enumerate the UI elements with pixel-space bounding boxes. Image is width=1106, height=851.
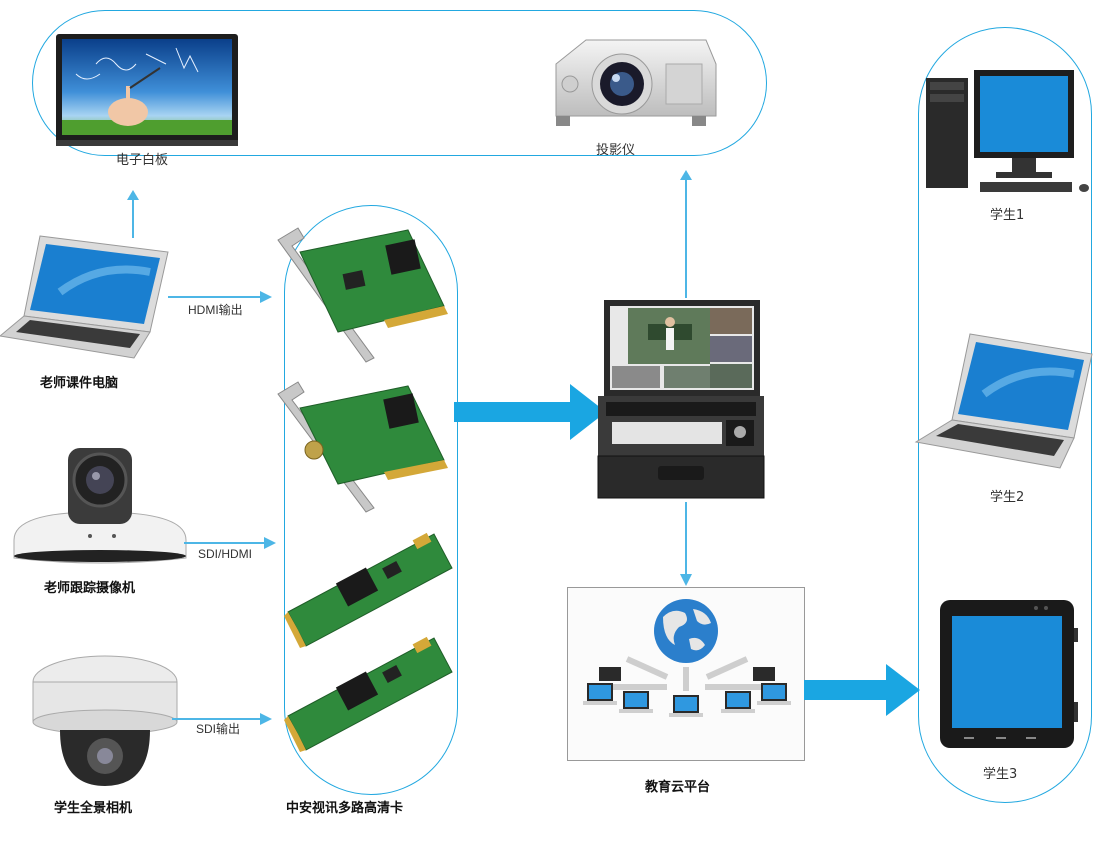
- teacher-pc-label: 老师课件电脑: [40, 376, 119, 391]
- projector-label: 投影仪: [596, 143, 636, 158]
- sdi-arrow: [172, 713, 272, 725]
- big-arrow-to-workstation: [454, 384, 606, 440]
- capture-card-sdi-icon: [277, 381, 448, 513]
- whiteboard-label: 电子白板: [116, 153, 169, 168]
- desktop-pc-icon: [926, 70, 1089, 192]
- panorama-label: 学生全景相机: [54, 801, 133, 816]
- down-arrow-to-cloud: [680, 502, 692, 586]
- capture-cards-frame: [284, 205, 458, 795]
- ptz-camera-icon: [13, 448, 187, 564]
- dome-camera-icon: [32, 655, 178, 786]
- workstation-icon: [597, 300, 765, 499]
- student3-label: 学生3: [983, 767, 1018, 782]
- up-arrow-to-projector: [680, 170, 692, 298]
- projector-icon: [555, 39, 717, 126]
- display-devices-frame: [32, 10, 767, 156]
- sdi-hdmi-label: SDI/HDMI: [198, 547, 252, 561]
- student2-label: 学生2: [990, 490, 1025, 505]
- whiteboard-icon: [56, 34, 238, 146]
- student-laptop-icon: [914, 333, 1093, 469]
- tablet-icon: [940, 600, 1078, 748]
- big-arrow-to-students: [804, 664, 920, 716]
- up-arrow-to-whiteboard: [127, 190, 139, 238]
- capture-card-m2-b-icon: [284, 636, 453, 752]
- capture-card-m2-a-icon: [284, 532, 453, 648]
- hdmi-out-label: HDMI输出: [188, 303, 243, 317]
- laptop-icon: [0, 235, 169, 359]
- capture-card-hdmi-icon: [277, 227, 448, 363]
- student1-label: 学生1: [990, 208, 1025, 223]
- sdi-out-label: SDI输出: [196, 722, 241, 736]
- sdi-hdmi-arrow: [184, 537, 276, 549]
- hdmi-arrow: [168, 291, 272, 303]
- students-frame: [918, 27, 1092, 803]
- cloud-label: 教育云平台: [645, 780, 711, 795]
- cloud-platform-icon: [567, 587, 805, 761]
- camera-label: 老师跟踪摄像机: [44, 581, 136, 596]
- capture-cards-label: 中安视讯多路高清卡: [286, 801, 404, 816]
